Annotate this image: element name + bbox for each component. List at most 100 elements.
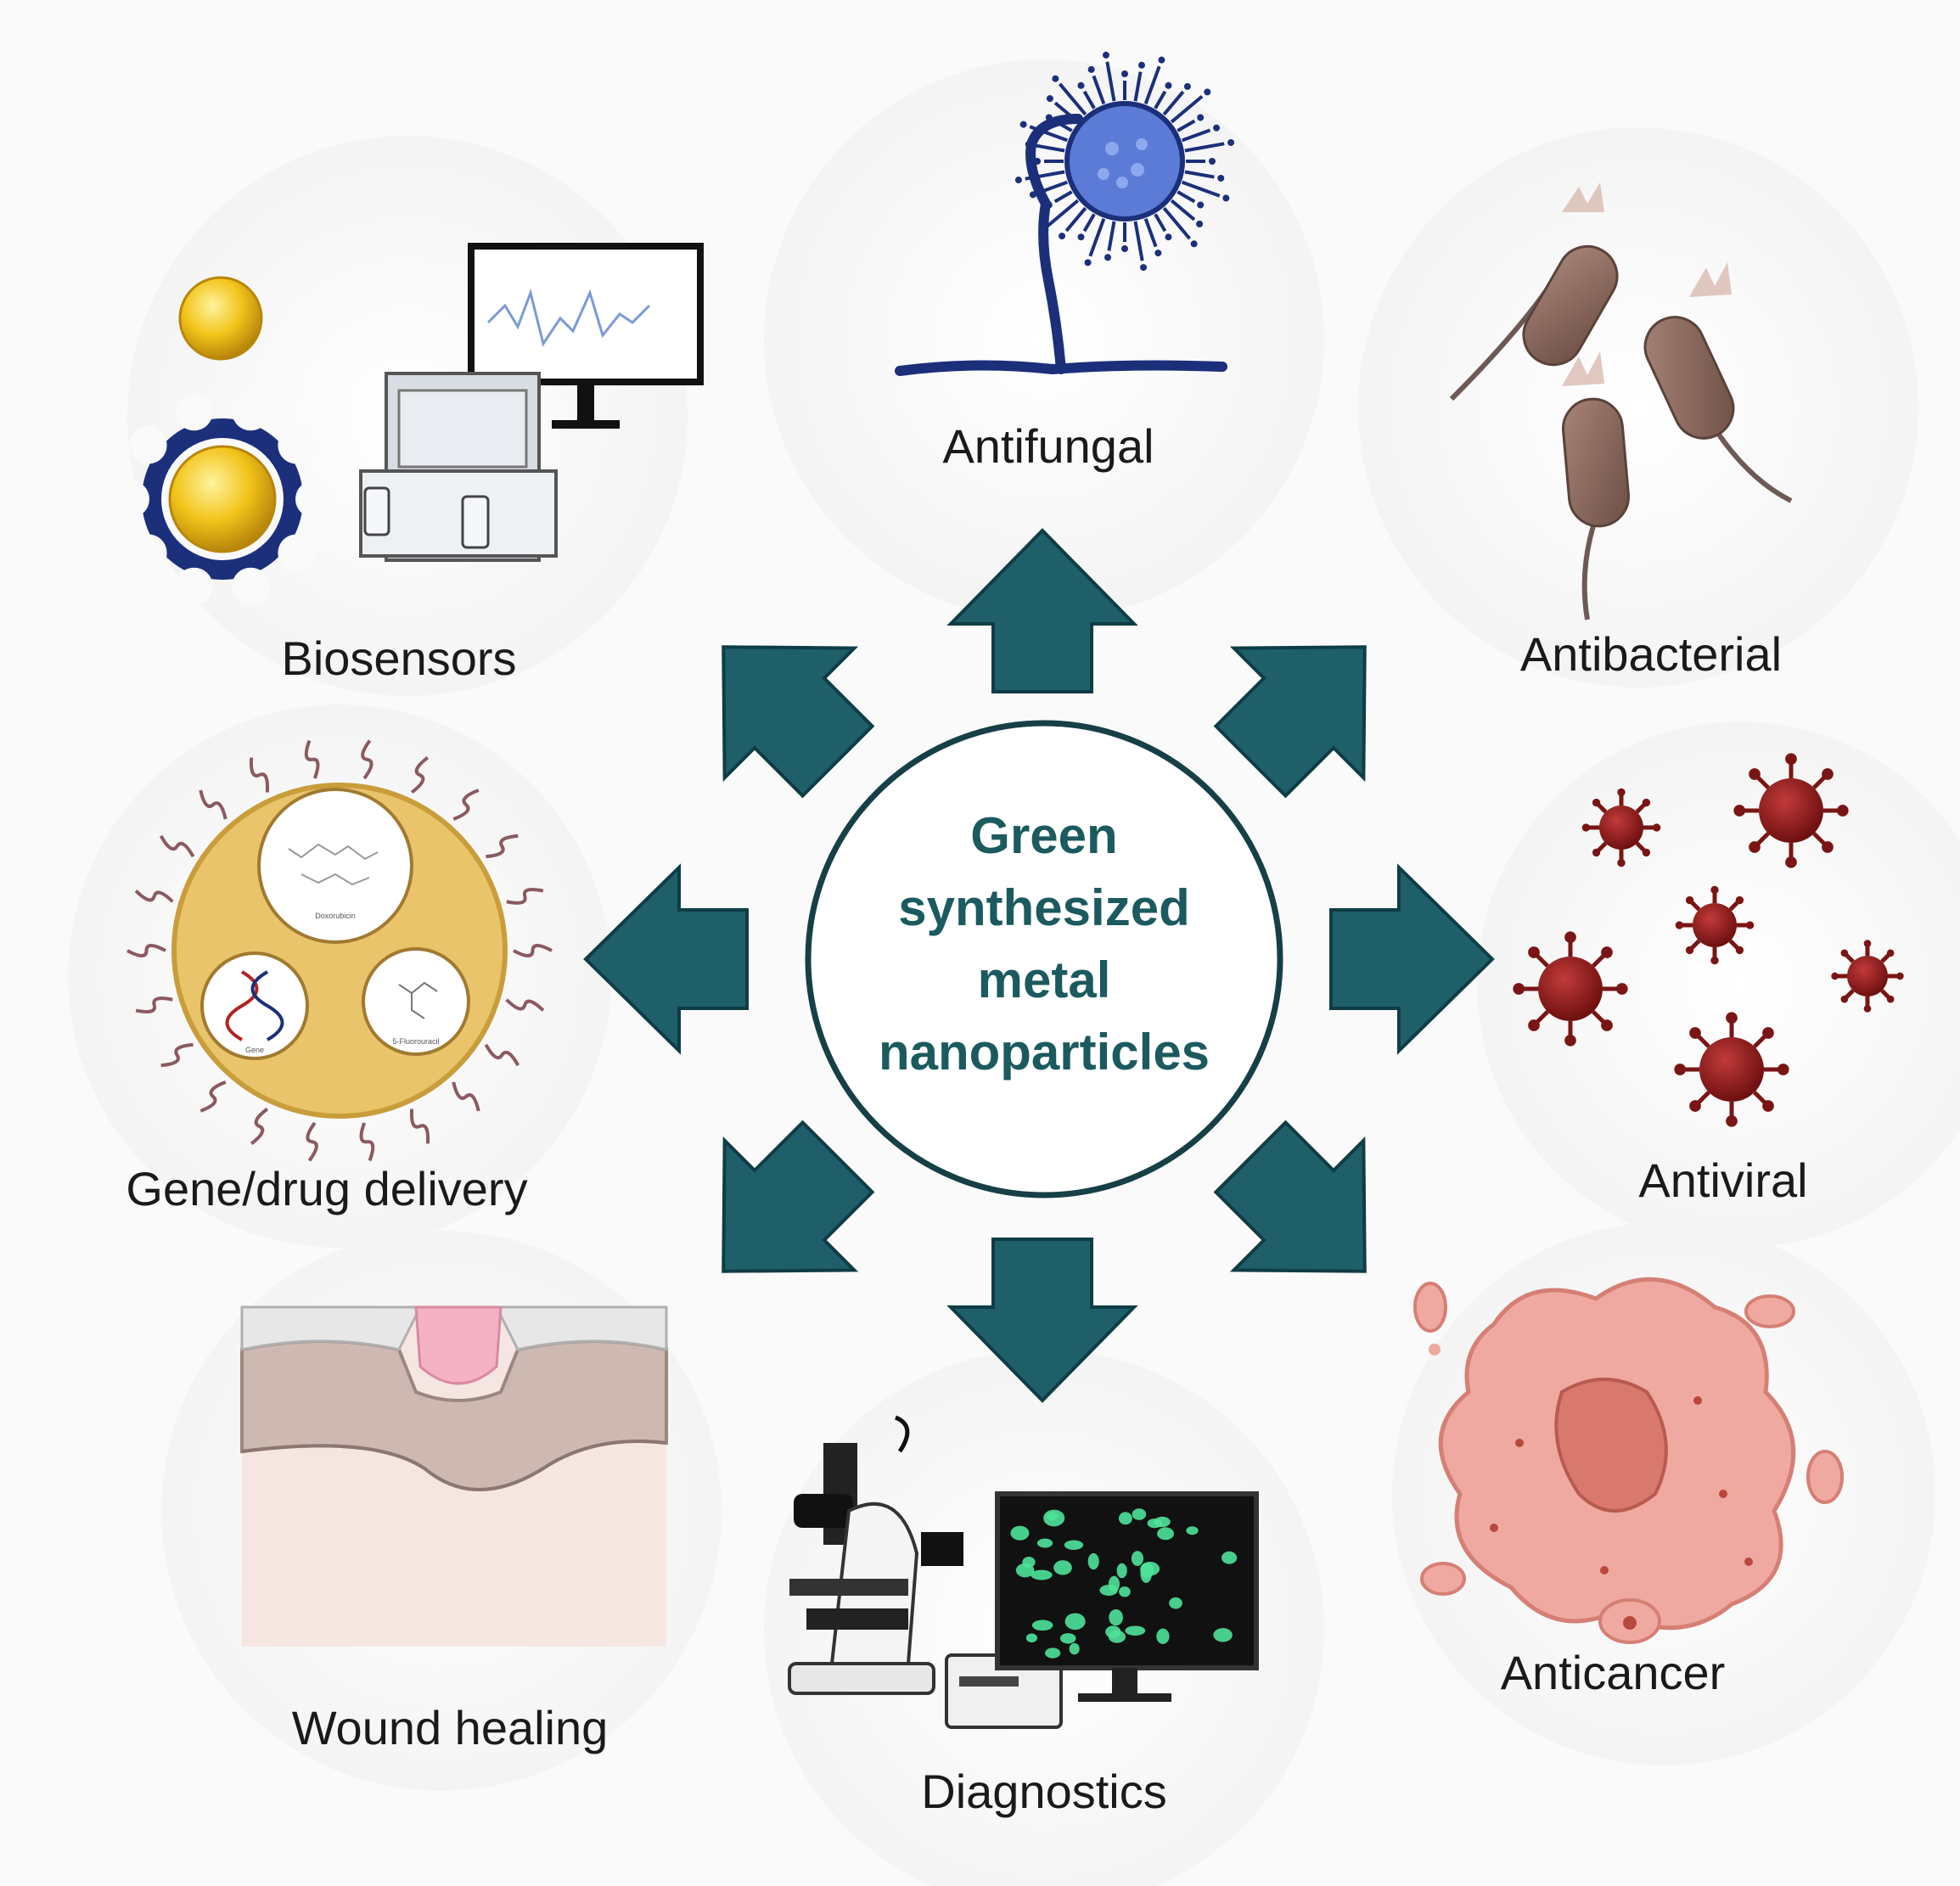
ligand-strand bbox=[199, 1081, 227, 1113]
virus-spike-tip bbox=[1886, 995, 1895, 1003]
virus-spike-tip bbox=[1863, 1005, 1872, 1013]
ligand-strand bbox=[304, 739, 320, 779]
virus-spike-tip bbox=[1749, 768, 1761, 780]
virus-body bbox=[1599, 805, 1643, 850]
arrows bbox=[583, 528, 1495, 1403]
virus-spike-tip bbox=[1617, 858, 1626, 867]
fluorescent-cell bbox=[1156, 1628, 1170, 1644]
arrow-icon bbox=[722, 1120, 875, 1273]
fluorescent-cell bbox=[1119, 1586, 1131, 1597]
fluorescent-cell bbox=[1131, 1551, 1144, 1567]
arrow-down-left bbox=[722, 1120, 875, 1273]
spore bbox=[1052, 75, 1059, 82]
center-line-3: metal bbox=[978, 951, 1111, 1008]
fluorescent-cell bbox=[1109, 1608, 1123, 1626]
shell-notch bbox=[295, 480, 333, 518]
center-node: Green synthesized metal nanoparticles bbox=[805, 720, 1283, 1198]
spore bbox=[1059, 233, 1066, 240]
fluorescent-cell bbox=[1118, 1512, 1132, 1525]
spore-stalk bbox=[1143, 217, 1158, 248]
arrow-right bbox=[1329, 863, 1495, 1055]
fluorescent-cell bbox=[1036, 1538, 1053, 1548]
virus-spike-tip bbox=[1674, 1064, 1687, 1075]
virus bbox=[1675, 885, 1755, 965]
virus-spike-tip bbox=[1652, 823, 1661, 832]
arrow-icon bbox=[722, 645, 875, 799]
fluorescent-cell bbox=[1169, 1597, 1182, 1609]
ligand-strand bbox=[249, 757, 270, 793]
virus-spike-tip bbox=[1840, 995, 1849, 1003]
cancer-cell-icon bbox=[1413, 1277, 1844, 1644]
virus-spike-tip bbox=[1840, 949, 1849, 957]
spore-stalk bbox=[1170, 199, 1196, 222]
spore bbox=[1045, 201, 1053, 209]
arrow-up bbox=[946, 528, 1138, 693]
virus bbox=[1581, 788, 1661, 867]
fluorescent-cell bbox=[1045, 1647, 1061, 1659]
virus bbox=[1513, 931, 1628, 1047]
fluorescent-cell bbox=[1059, 1633, 1076, 1644]
bacteria-icon bbox=[1449, 182, 1793, 620]
virus-spike-tip bbox=[1886, 949, 1895, 957]
virus-spike-tip bbox=[1615, 983, 1628, 995]
virus-spike-tip bbox=[1601, 1019, 1613, 1031]
spore bbox=[1197, 114, 1205, 121]
shell-notch bbox=[278, 534, 316, 572]
arrow-icon bbox=[1213, 645, 1367, 799]
fluorescent-cell bbox=[1087, 1552, 1099, 1570]
biosensors-label: Biosensors bbox=[281, 631, 516, 685]
nanocarrier-icon: Doxorubicin Gene 5-Fluorouracil bbox=[126, 739, 553, 1162]
antifungal-panel: Antifungal bbox=[895, 51, 1235, 473]
spore bbox=[1034, 158, 1041, 165]
spore bbox=[1213, 124, 1221, 132]
spore-stalk bbox=[1181, 180, 1221, 198]
ligand-strand bbox=[160, 1042, 194, 1068]
fluorescent-cell bbox=[1132, 1508, 1147, 1520]
antiviral-label: Antiviral bbox=[1638, 1153, 1807, 1207]
shell-notch bbox=[129, 534, 167, 572]
spore-stalk bbox=[1177, 119, 1196, 132]
virus-spike-tip bbox=[1749, 841, 1761, 853]
spore-stalk bbox=[1170, 94, 1204, 124]
virus-spike-tip bbox=[1831, 972, 1839, 980]
shell-notch bbox=[232, 567, 270, 605]
spore-stalk bbox=[1058, 82, 1087, 116]
spore-stalk bbox=[1025, 170, 1065, 181]
biosensor-instrument-icon bbox=[112, 243, 704, 605]
virus-spike-tip bbox=[1762, 1027, 1774, 1039]
ligand-strand bbox=[505, 998, 545, 1012]
virus-icon bbox=[1513, 753, 1904, 1127]
shell-notch bbox=[112, 480, 149, 518]
spore bbox=[1165, 233, 1172, 241]
spore bbox=[1158, 56, 1165, 64]
spore-stalk bbox=[1046, 199, 1080, 228]
ligand-strand bbox=[486, 834, 519, 859]
center-line-1: Green bbox=[970, 807, 1117, 864]
spore bbox=[1025, 141, 1032, 149]
spore-stalk bbox=[1154, 213, 1167, 233]
virus-spike-tip bbox=[1592, 848, 1601, 857]
shell-notch bbox=[278, 426, 316, 464]
virus-body bbox=[1759, 778, 1823, 843]
virus-spike-tip bbox=[1642, 848, 1651, 857]
ligand-strand bbox=[250, 1107, 269, 1145]
spore bbox=[1019, 121, 1027, 128]
spore bbox=[1087, 65, 1095, 73]
virus-spike-tip bbox=[1822, 768, 1834, 780]
virus-spike-tip bbox=[1710, 885, 1719, 895]
fluorescent-cell bbox=[1125, 1625, 1146, 1636]
fluorescent-cell bbox=[1047, 1512, 1059, 1521]
virus-spike-tip bbox=[1726, 1114, 1738, 1127]
spore-stalk bbox=[1184, 170, 1215, 179]
microscope-icon bbox=[788, 1415, 1259, 1729]
fluorescent-cell bbox=[1157, 1527, 1174, 1541]
fluorescent-cell bbox=[1213, 1628, 1233, 1642]
ligand-strand bbox=[452, 789, 480, 821]
spore bbox=[1196, 220, 1204, 227]
virus-body bbox=[1847, 956, 1888, 996]
spore-stalk bbox=[1133, 71, 1143, 102]
shell-notch bbox=[232, 393, 270, 431]
spore-stalk bbox=[1082, 213, 1096, 233]
virus-spike-tip bbox=[1896, 972, 1904, 980]
fluorescent-cell bbox=[1031, 1619, 1053, 1631]
